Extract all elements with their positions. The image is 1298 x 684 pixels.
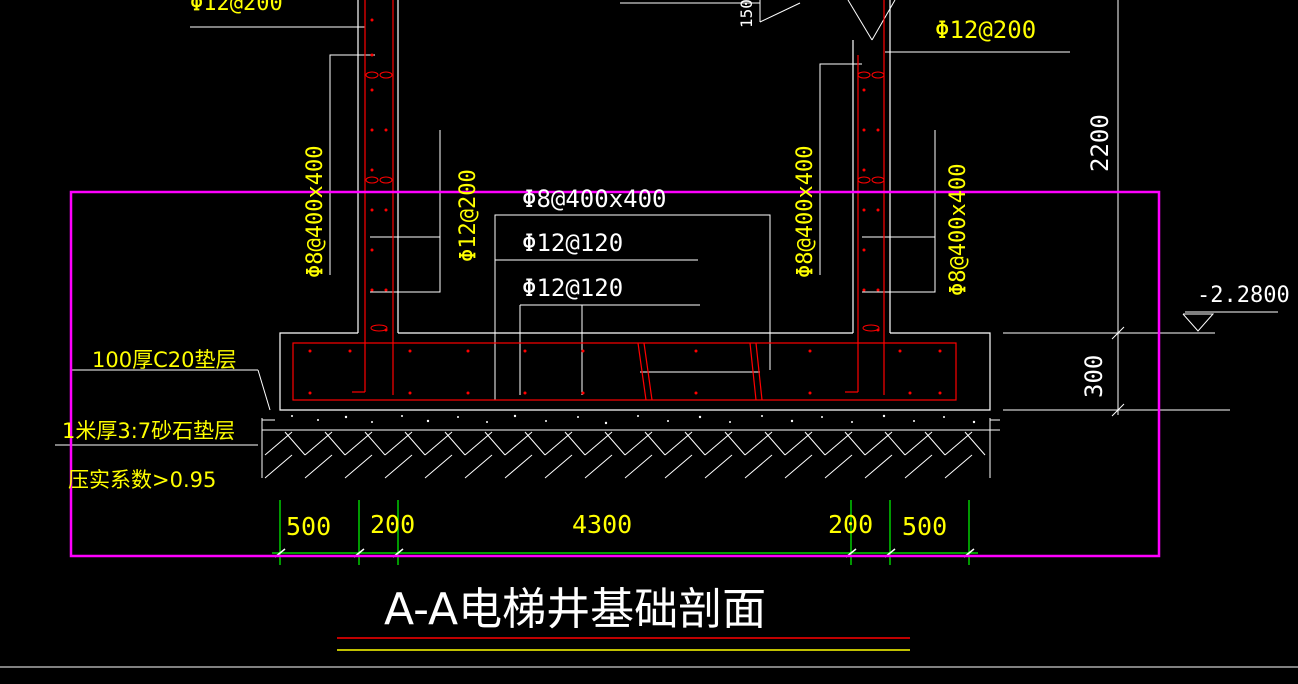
- label-slab-top: Φ12@120: [522, 229, 623, 257]
- dimension-label: 500: [902, 512, 947, 541]
- wall-outlines: [279, 0, 991, 411]
- label-top-right-rebar: Φ12@200: [935, 16, 1036, 44]
- rebar-labels: Φ12@200 Φ12@200 Φ8@400x400 Φ12@200 Φ8@40…: [190, 0, 1036, 296]
- layer-labels: 100厚C20垫层 1米厚3:7砂石垫层 压实系数>0.95: [62, 348, 236, 492]
- ground-hatch: [261, 418, 1000, 479]
- label-left-wall-stirrup: Φ8@400x400: [303, 146, 328, 278]
- rebar-dots: [308, 18, 942, 395]
- vertical-dimension: [1003, 0, 1278, 417]
- label-right-wall-vert: Φ8@400x400: [946, 164, 971, 296]
- slab-labels: Φ8@400x400 Φ12@120 Φ12@120 -2.2800 2200 …: [522, 0, 1290, 398]
- drawing-title: A-A电梯井基础剖面: [384, 584, 766, 635]
- dimension-label: 4300: [572, 510, 632, 539]
- gravel-dots: [291, 414, 976, 425]
- selection-rectangle[interactable]: [69, 190, 1161, 558]
- label-left-wall-vert: Φ12@200: [456, 169, 481, 262]
- label-cushion-c20: 100厚C20垫层: [92, 348, 236, 372]
- label-height-2200: 2200: [1086, 114, 1114, 172]
- horizontal-dimension: [272, 500, 978, 565]
- label-top-fragment: 150: [737, 0, 756, 28]
- dimension-labels: 500 200 4300 200 500: [286, 510, 947, 541]
- label-height-300: 300: [1080, 355, 1108, 398]
- rebar-lines: [292, 0, 957, 401]
- label-top-left-rebar: Φ12@200: [190, 0, 283, 16]
- leader-lines: [55, 0, 1070, 446]
- label-sand-gravel: 1米厚3:7砂石垫层: [62, 419, 235, 443]
- label-compaction: 压实系数>0.95: [68, 468, 216, 492]
- label-slab-tie: Φ8@400x400: [522, 185, 667, 213]
- dimension-label: 200: [828, 510, 873, 539]
- label-slab-bottom: Φ12@120: [522, 274, 623, 302]
- dimension-label: 500: [286, 512, 331, 541]
- rebar-hooks: [365, 71, 885, 332]
- dimension-label: 200: [370, 510, 415, 539]
- label-elevation: -2.2800: [1197, 283, 1290, 308]
- label-right-wall-stirrup: Φ8@400x400: [793, 146, 818, 278]
